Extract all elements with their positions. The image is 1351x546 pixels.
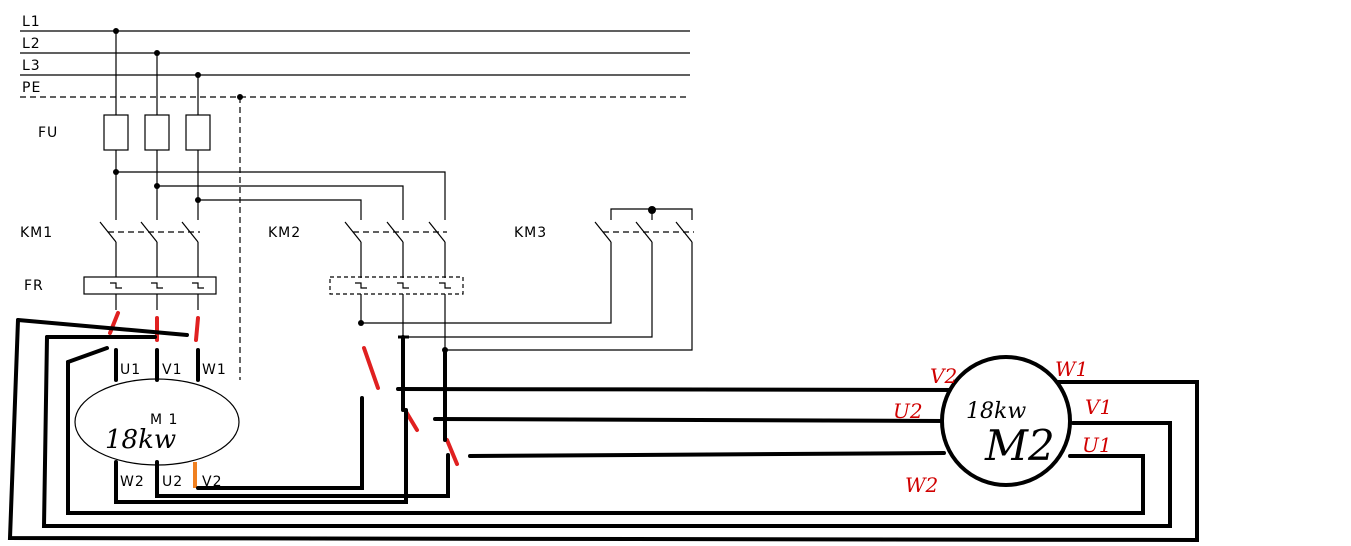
overload-relay-fr: FR: [24, 276, 217, 310]
bus-label-l3: L3: [22, 58, 41, 74]
contactor-km3: KM3: [361, 206, 694, 351]
motor-m2-body: [940, 355, 1072, 487]
fuse: [185, 114, 211, 151]
motor-m2-name: M2: [984, 421, 1055, 470]
terminal-w2: W2: [120, 474, 145, 490]
terminal-u1: U1: [120, 362, 141, 378]
bus-label-l2: L2: [22, 36, 41, 52]
label-fu: FU: [38, 125, 58, 141]
fuse: [144, 114, 170, 151]
power-bus: L1 L2 L3 PE: [20, 14, 690, 100]
km2-feeder: [113, 169, 446, 220]
bus-label-pe: PE: [22, 80, 41, 96]
terminal-u2: U2: [162, 474, 183, 490]
motor-m2-terminal-v1: V1: [1085, 395, 1112, 419]
contactor-km2: KM2: [268, 221, 464, 353]
motor-m2: 18kw M2 V2 U2 W2 W1 V1 U1: [893, 355, 1112, 497]
contactor-km1: KM1: [20, 221, 200, 278]
label-km1: KM1: [20, 225, 53, 241]
fuse: [103, 114, 129, 151]
motor-m2-terminal-v2: V2: [930, 364, 957, 388]
motor-m1-rating: 18kw: [105, 425, 176, 455]
motor-m1: M 1 18kw U1 V1 W1 W2 U2 V2: [74, 348, 240, 490]
rewire-lines: [7, 318, 1199, 543]
terminal-v1: V1: [162, 362, 182, 378]
motor-m2-terminal-w2: W2: [905, 473, 938, 497]
motor-m2-rating: 18kw: [966, 399, 1026, 424]
fuse-block: FU: [38, 31, 241, 380]
label-km2: KM2: [268, 225, 301, 241]
label-fr: FR: [24, 278, 44, 294]
motor-m1-name: M 1: [150, 412, 178, 428]
terminal-w1: W1: [202, 362, 227, 378]
bus-label-l1: L1: [22, 14, 41, 30]
motor-m2-terminal-u1: U1: [1082, 433, 1112, 457]
motor-m2-terminal-u2: U2: [893, 399, 923, 423]
label-km3: KM3: [514, 225, 547, 241]
motor-m2-terminal-w1: W1: [1055, 357, 1088, 381]
